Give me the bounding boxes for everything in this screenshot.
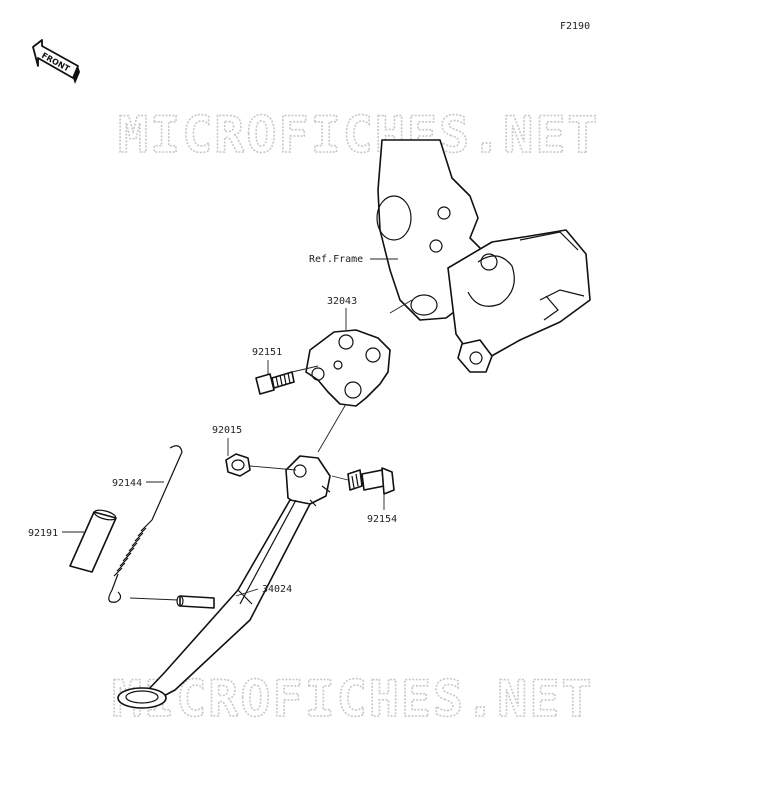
callout-92015: 92015 [212,425,242,436]
sleeve-92191 [69,509,117,573]
leader-lines [62,258,413,601]
callout-92144: 92144 [112,478,142,489]
figure-code: F2190 [560,21,590,32]
bolt-92151 [255,371,295,395]
bracket-32043 [305,329,391,407]
spring-pin [176,595,215,609]
callout-ref-frame: Ref.Frame [309,254,363,265]
nut-92015 [225,453,251,477]
callout-92151: 92151 [252,347,282,358]
front-arrow-icon: FRONT [32,39,80,84]
frame-reference [376,139,591,373]
spring-92144 [108,445,183,603]
side-stand-34024 [117,455,331,709]
callout-32043: 32043 [327,296,357,307]
watermark-top: MICROFICHES.NET [118,106,600,164]
watermark-bottom: MICROFICHES.NET [112,670,594,728]
callout-92191: 92191 [28,528,58,539]
callout-34024: 34024 [262,584,292,595]
pivot-bolt-92154 [347,467,395,495]
callout-92154: 92154 [367,514,397,525]
